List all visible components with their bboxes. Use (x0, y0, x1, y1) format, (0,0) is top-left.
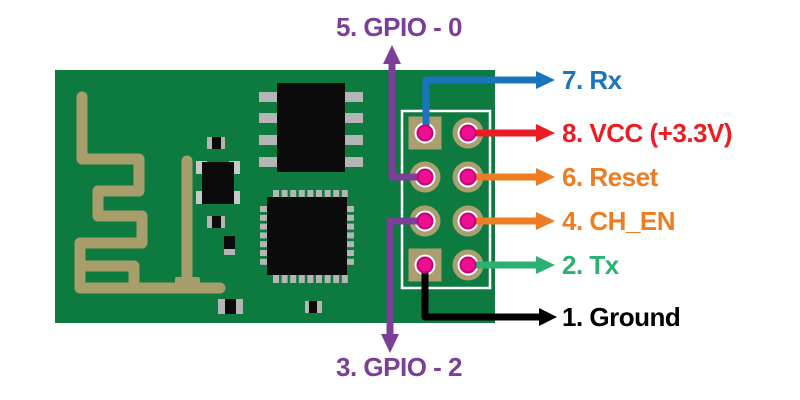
arrow-gpio2-head (381, 334, 399, 353)
label-rx: 7. Rx (562, 65, 622, 95)
pin-holes (416, 124, 477, 274)
pin-vcc-hole (459, 124, 477, 142)
pin-chen-hole (459, 212, 477, 230)
crystal-body (202, 162, 234, 204)
crystal (196, 161, 240, 204)
label-vcc: 8. VCC (+3.3V) (562, 118, 733, 148)
label-gpio0: 5. GPIO - 0 (336, 12, 463, 42)
antenna-trace (74, 91, 226, 294)
main-chip-body (267, 197, 347, 275)
antenna-serpentine (74, 91, 226, 294)
passive-2 (207, 216, 225, 228)
pin-gpio0-hole (416, 168, 434, 186)
flash-chip (259, 83, 363, 172)
arrow-gpio2-line (386, 217, 427, 334)
flash-chip-body (277, 83, 345, 172)
antenna-stub (81, 260, 140, 291)
arrow-reset-head (536, 168, 555, 186)
pin-tx-hole (459, 256, 477, 274)
passive-components (207, 137, 322, 314)
arrows (381, 45, 557, 353)
flash-chip-pins (259, 92, 363, 167)
label-tx: 2. Tx (562, 250, 619, 280)
arrow-gpio0-line (388, 64, 427, 181)
pin-gpio2-hole (416, 212, 434, 230)
passive-5 (305, 301, 322, 313)
label-gpio2: 3. GPIO - 2 (336, 352, 463, 382)
arrow-rx-head (536, 71, 555, 89)
pin-reset-hole (459, 168, 477, 186)
pin-rx-hole (416, 124, 434, 142)
passive-1 (207, 137, 225, 149)
main-chip (260, 190, 354, 283)
label-chen: 4. CH_EN (562, 206, 676, 236)
pin-ground-hole (416, 256, 434, 274)
label-ground: 1. Ground (562, 302, 681, 332)
main-chip-pins (260, 190, 354, 283)
arrow-ground-line (421, 263, 540, 321)
label-reset: 6. Reset (562, 162, 658, 192)
crystal-pads (196, 161, 240, 204)
antenna-feed-foot (175, 277, 200, 292)
arrow-chen-head (536, 212, 555, 230)
arrow-gpio0-head (383, 45, 401, 64)
arrow-vcc-head (536, 124, 555, 142)
passive-4 (218, 299, 243, 314)
arrow-tx-head (536, 256, 555, 274)
passive-3 (224, 236, 235, 255)
arrow-ground-head (539, 308, 557, 326)
pin-header-outline (400, 109, 492, 290)
arrow-rx-line (422, 76, 537, 136)
